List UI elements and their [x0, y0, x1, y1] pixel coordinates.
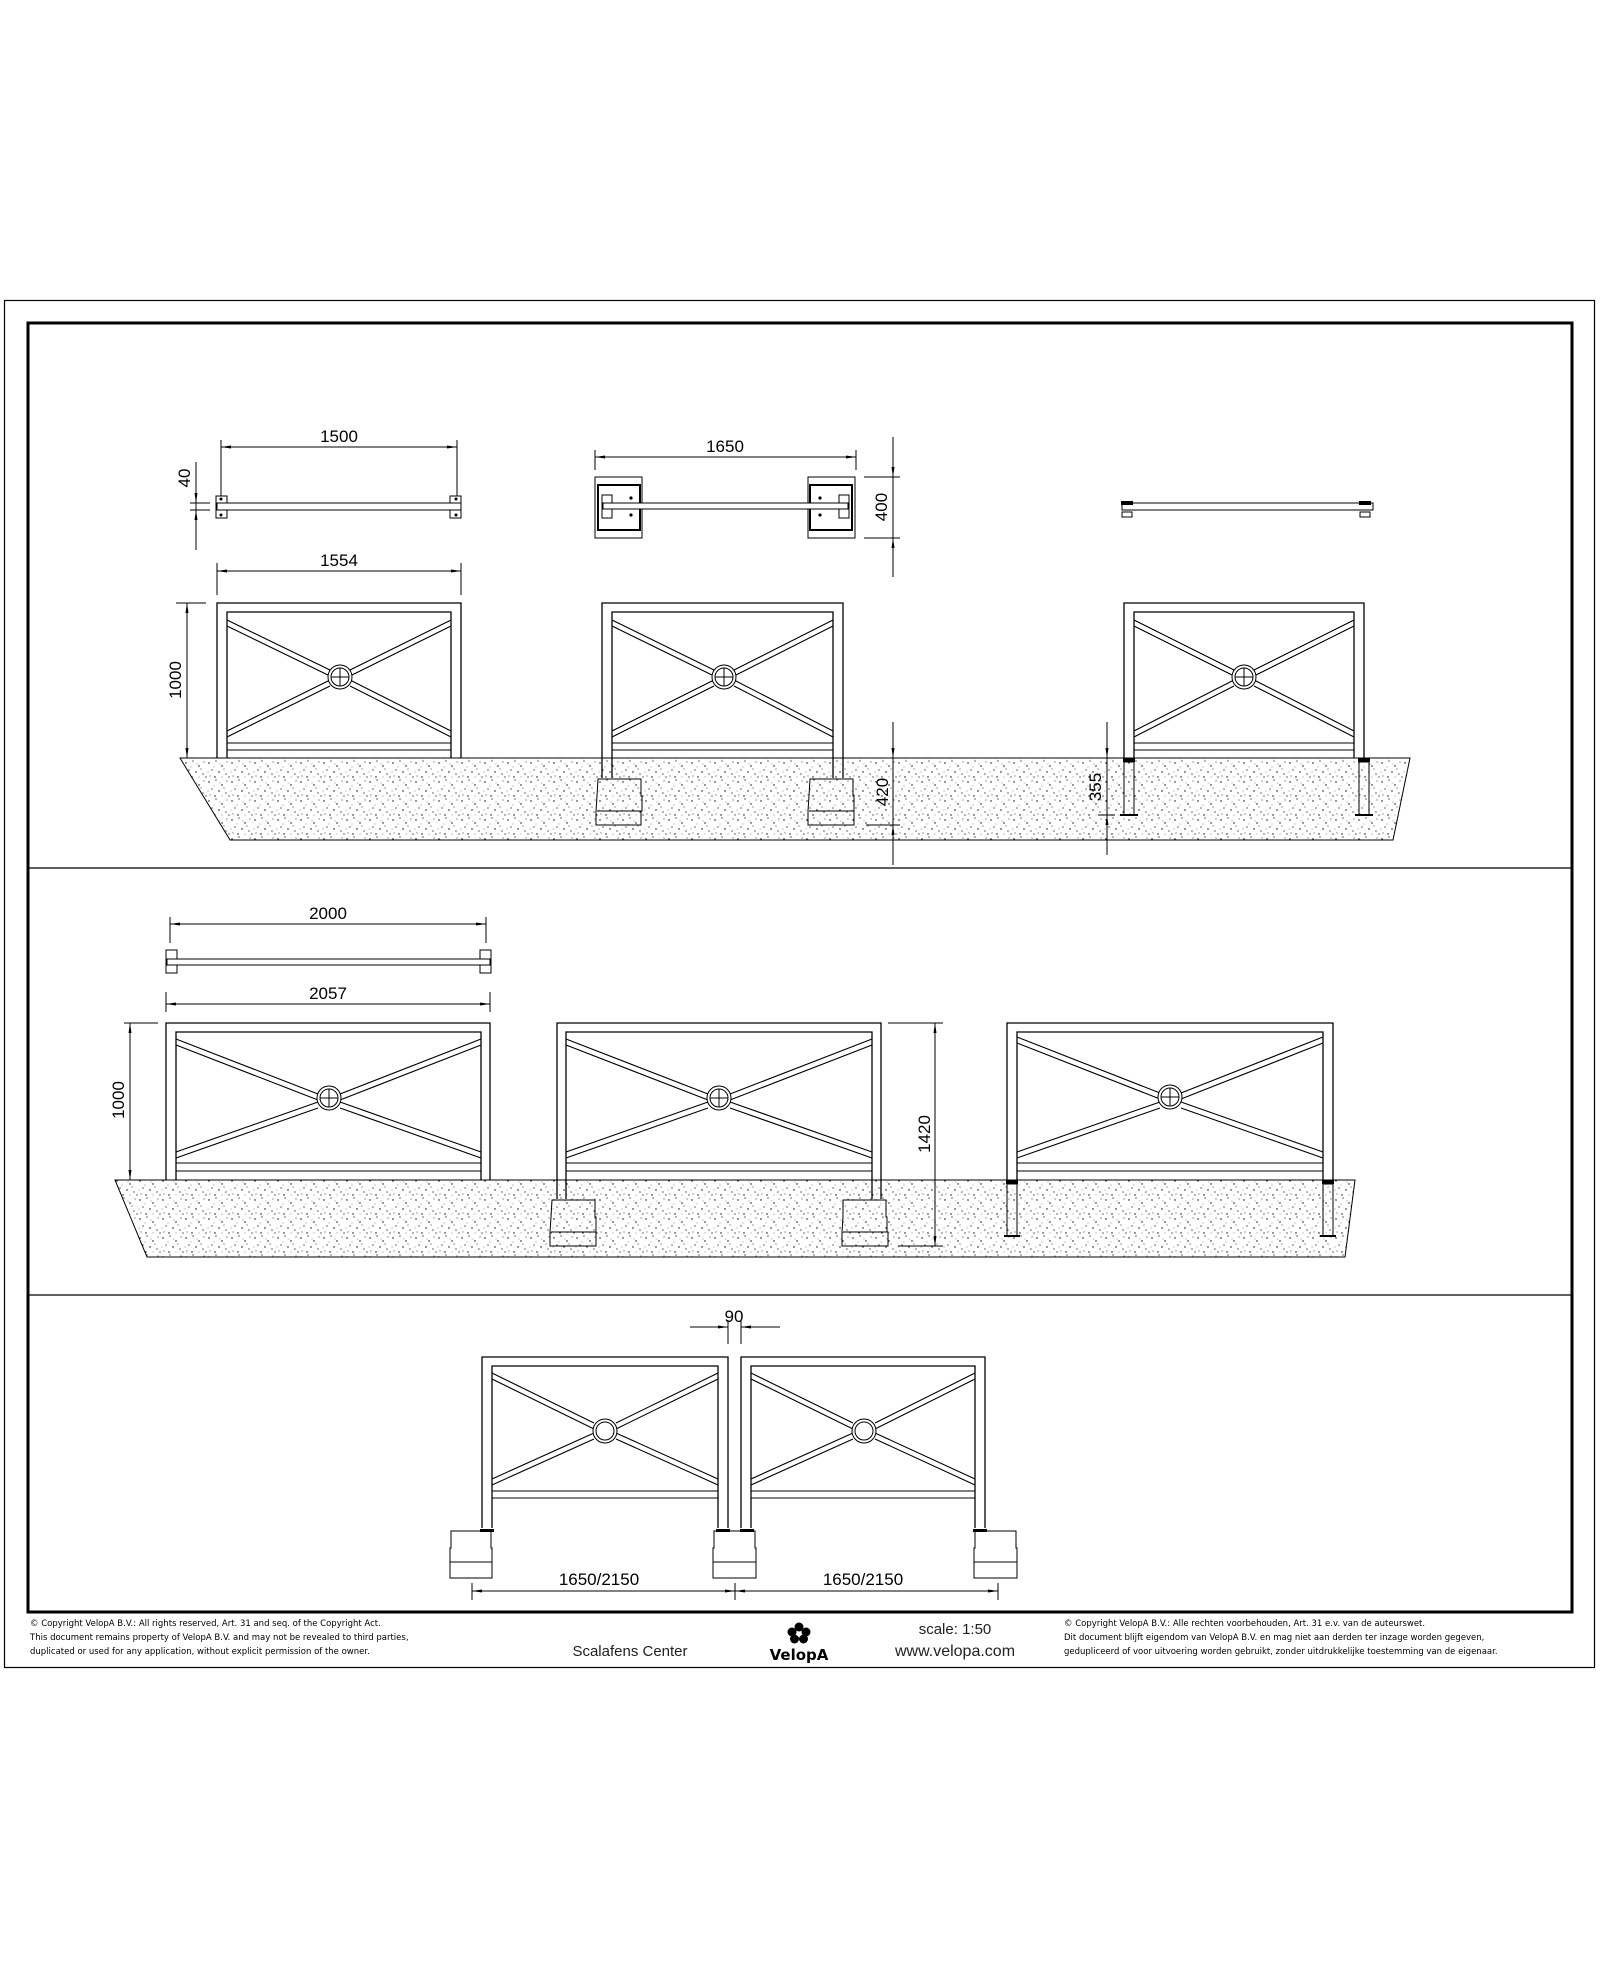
scale-label: scale: 1:50: [918, 1621, 992, 1638]
copyright-nl-line-3: gedupliceerd of voor uitvoering worden g…: [1064, 1647, 1498, 1657]
dim-2057: 2057: [309, 984, 347, 1003]
top-view-surface-mount: 1500 40 1554: [175, 427, 462, 595]
dim-355: 355: [1086, 773, 1105, 801]
dim-1650: 1650: [706, 437, 744, 456]
dim-1500: 1500: [320, 427, 358, 446]
dim-400: 400: [872, 493, 891, 521]
top-view-in-ground: [1121, 501, 1374, 518]
dim-1420: 1420: [915, 1115, 934, 1153]
top-view-block-base: 1650 400: [594, 437, 900, 577]
velopa-logo-icon: [787, 1622, 811, 1644]
section-3-coupled-barriers: 90: [449, 1307, 1018, 1600]
dim-40: 40: [175, 469, 194, 488]
barrier-elevation-in-ground: 355: [1086, 602, 1373, 855]
barrier-elevation-surface-mount: 1000: [166, 602, 462, 758]
dim-spacing-right: 1650/2150: [823, 1570, 903, 1589]
copyright-nl-line-2: Dit document blijft eigendom van VelopA …: [1064, 1633, 1485, 1643]
barrier-elevation-2057-block: 1420: [549, 1022, 943, 1247]
inner-border: [26, 321, 1574, 1614]
dim-1000-b: 1000: [109, 1081, 128, 1119]
dim-90: 90: [725, 1307, 744, 1326]
section-2: 2000 2057 1000: [109, 904, 1356, 1258]
dim-2000: 2000: [309, 904, 347, 923]
dim-420: 420: [873, 778, 892, 806]
outer-border: [3, 299, 1596, 1669]
barrier-elevation-block-base: 420: [595, 602, 900, 865]
copyright-en-line-1: © Copyright VelopA B.V.: All rights rese…: [30, 1619, 381, 1629]
barrier-elevation-2057-surface: 1000: [109, 1022, 491, 1180]
ground-section-2: [114, 1179, 1356, 1258]
dim-1000-a: 1000: [166, 661, 185, 699]
top-view-2000: 2000 2057: [165, 904, 492, 1012]
website-link[interactable]: www.velopa.com: [894, 1643, 1016, 1660]
copyright-english: © Copyright VelopA B.V.: All rights rese…: [30, 1617, 409, 1659]
copyright-dutch: © Copyright VelopA B.V.: Alle rechten vo…: [1064, 1617, 1498, 1659]
copyright-nl-line-1: © Copyright VelopA B.V.: Alle rechten vo…: [1064, 1619, 1426, 1629]
barrier-elevation-2057-in-ground: [1004, 1022, 1336, 1237]
ground-section-1: [179, 757, 1411, 841]
copyright-en-line-2: This document remains property of VelopA…: [30, 1633, 409, 1643]
copyright-en-line-3: duplicated or used for any application, …: [30, 1647, 370, 1657]
dim-1554: 1554: [320, 551, 358, 570]
velopa-logo-text: VelopA: [770, 1646, 829, 1664]
dim-spacing-left: 1650/2150: [559, 1570, 639, 1589]
drawing-title: Scalafens Center: [572, 1643, 688, 1660]
section-1: 1500 40 1554 1650: [166, 427, 1411, 865]
